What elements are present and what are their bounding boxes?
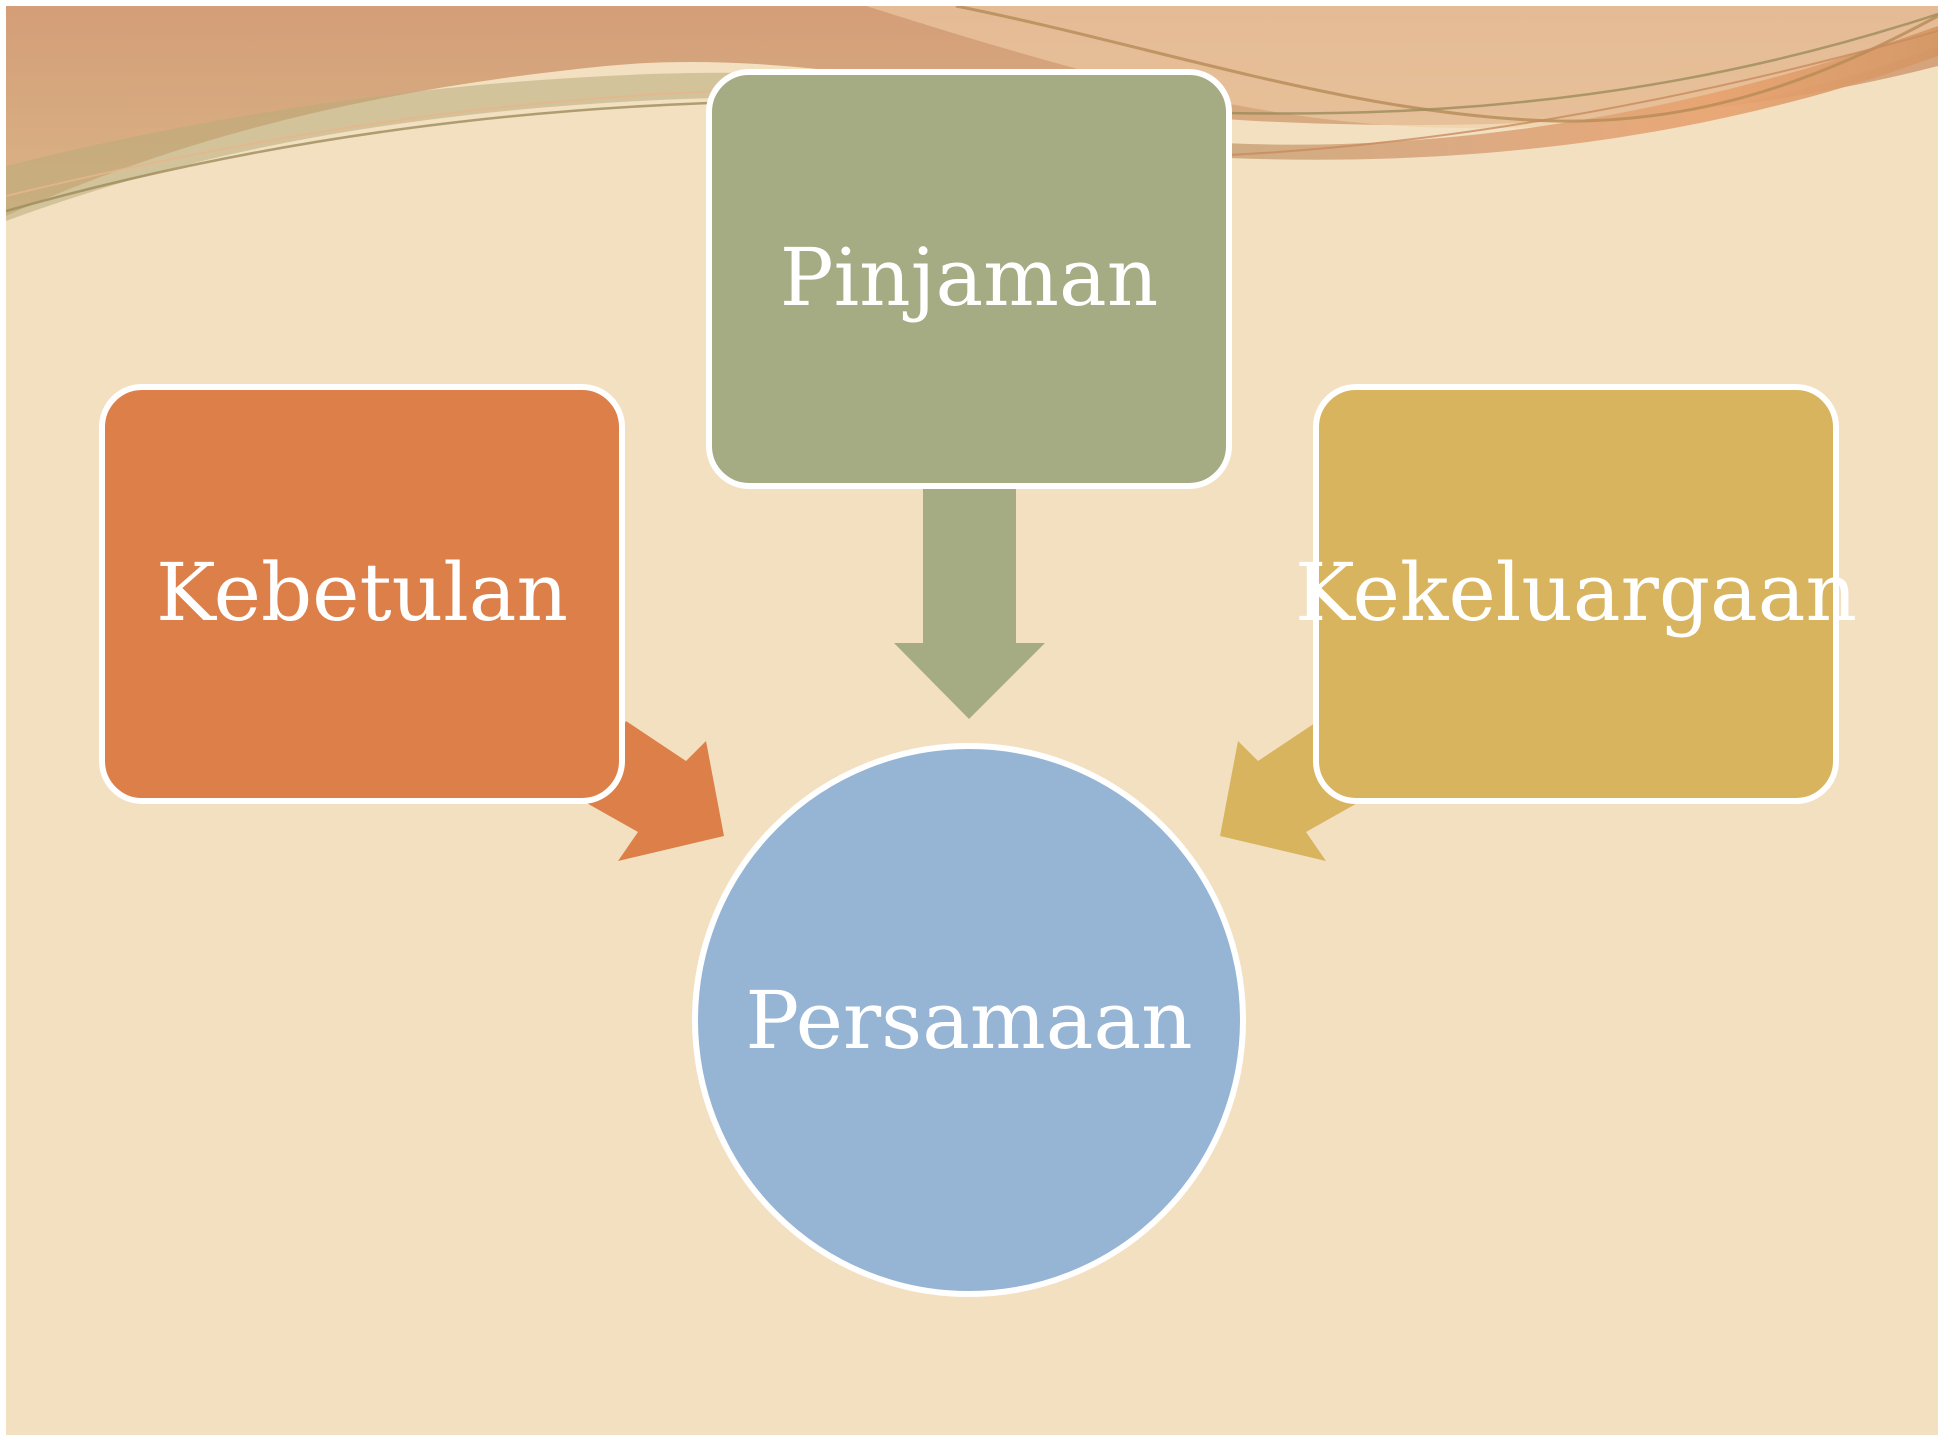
arrow-pinjaman-to-persamaan bbox=[894, 488, 1045, 719]
node-persamaan-label: Persamaan bbox=[745, 974, 1192, 1067]
node-kekeluargaan: Kekeluargaan bbox=[1295, 384, 1857, 804]
node-pinjaman-label: Pinjaman bbox=[780, 231, 1159, 324]
node-pinjaman: Pinjaman bbox=[706, 69, 1232, 489]
diagram-canvas: Pinjaman Kebetulan Kekeluargaan Persamaa… bbox=[6, 6, 1938, 1435]
node-kekeluargaan-label: Kekeluargaan bbox=[1295, 546, 1857, 639]
node-kebetulan-label: Kebetulan bbox=[156, 546, 568, 639]
node-kebetulan: Kebetulan bbox=[99, 384, 625, 804]
node-persamaan: Persamaan bbox=[692, 743, 1246, 1297]
slide: Pinjaman Kebetulan Kekeluargaan Persamaa… bbox=[6, 6, 1938, 1435]
